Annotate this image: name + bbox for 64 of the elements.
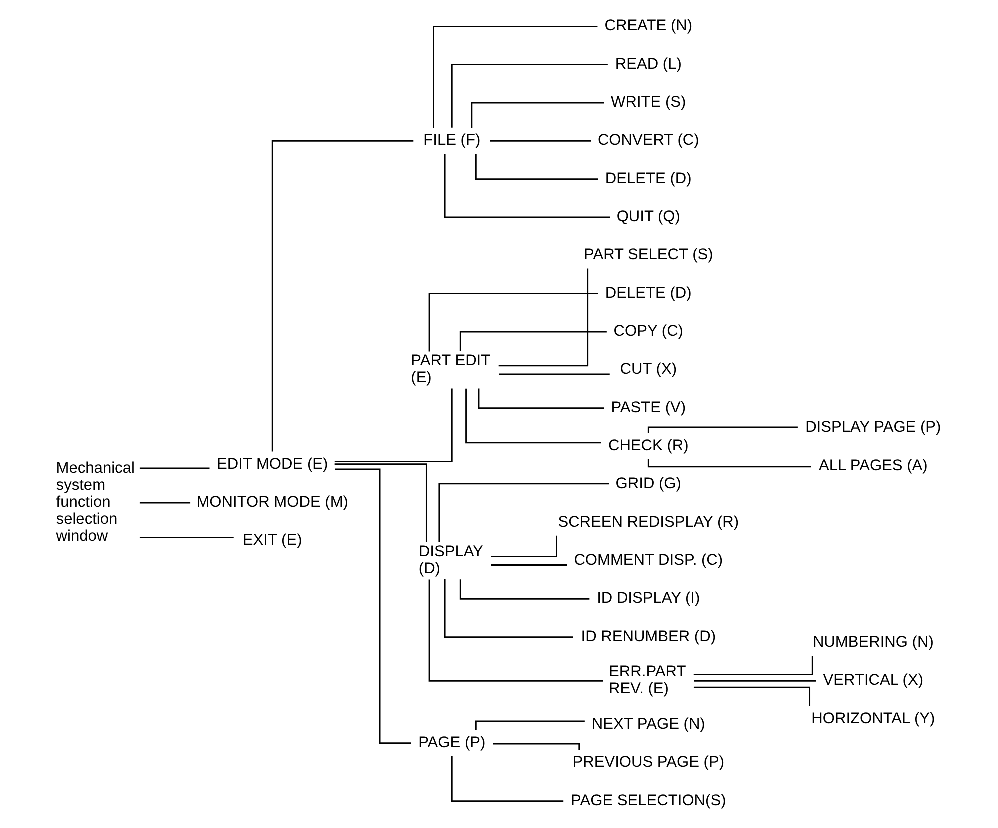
connector: [465, 388, 601, 444]
node-text: GRID (G): [615, 476, 681, 493]
connector: [459, 331, 606, 352]
node-text: FILE (F): [423, 132, 480, 150]
node-text: NUMBERING (N): [812, 634, 934, 651]
node-text: DELETE (D): [604, 170, 692, 188]
node-text: ID RENUMBER (D): [580, 628, 716, 646]
connector: [438, 483, 609, 542]
node-text: PAGE (P): [418, 734, 486, 752]
connector: [139, 537, 234, 538]
connector: [490, 140, 590, 142]
connector: [459, 580, 590, 600]
connector: [428, 580, 603, 682]
connector: [444, 580, 573, 638]
node-text: PAGE SELECTION(S): [570, 792, 726, 810]
node-text: Mechanical system function selection window: [56, 460, 134, 545]
node-text: QUIT (Q): [616, 208, 680, 226]
node-text: HORIZONTAL (Y): [811, 710, 935, 728]
connector: [450, 756, 564, 802]
node-text: WRITE (S): [610, 94, 686, 111]
connector: [450, 64, 608, 128]
node-text: MONITOR MODE (M): [196, 494, 348, 512]
node-text: ERR.PART REV. (E): [608, 664, 686, 698]
node-text: COPY (C): [613, 322, 683, 340]
node-text: CHECK (R): [608, 437, 688, 454]
node-text: PART SELECT (S): [583, 246, 713, 264]
connector: [490, 536, 557, 558]
connector: [334, 388, 452, 462]
node-text: READ (L): [614, 56, 682, 73]
connector: [478, 388, 604, 410]
connector: [498, 268, 588, 367]
node-text: ALL PAGES (A): [818, 457, 928, 474]
node-text: EDIT MODE (E): [216, 456, 328, 473]
connector: [490, 564, 567, 566]
connector: [334, 468, 411, 744]
node-text: PART EDIT (E): [410, 352, 490, 387]
connector: [432, 26, 598, 128]
node-text: ID DISPLAY (I): [596, 590, 700, 608]
node-text: COMMENT DISP. (C): [574, 552, 723, 569]
connector: [474, 720, 584, 730]
node-text: VERTICAL (X): [822, 672, 924, 690]
connector: [498, 374, 610, 376]
connector: [694, 680, 816, 682]
connector: [470, 102, 604, 128]
node-text: DISPLAY (D): [418, 544, 483, 578]
connector: [444, 154, 610, 218]
connector: [693, 656, 813, 676]
connector: [693, 686, 810, 706]
node-text: PREVIOUS PAGE (P): [572, 754, 724, 772]
node-text: CUT (X): [620, 361, 677, 378]
node-text: EXIT (E): [242, 532, 302, 550]
connector: [334, 464, 427, 542]
node-text: NEXT PAGE (N): [591, 716, 705, 733]
connector: [271, 140, 414, 452]
connector: [428, 293, 598, 352]
node-text: CREATE (N): [604, 18, 692, 35]
connector: [139, 468, 210, 470]
node-text: DISPLAY PAGE (P): [805, 419, 941, 436]
node-text: PASTE (V): [610, 399, 686, 416]
connector: [474, 154, 598, 180]
node-text: DELETE (D): [604, 284, 692, 302]
node-text: CONVERT (C): [597, 132, 699, 150]
connector: [139, 502, 190, 504]
node-text: SCREEN REDISPLAY (R): [558, 514, 739, 531]
